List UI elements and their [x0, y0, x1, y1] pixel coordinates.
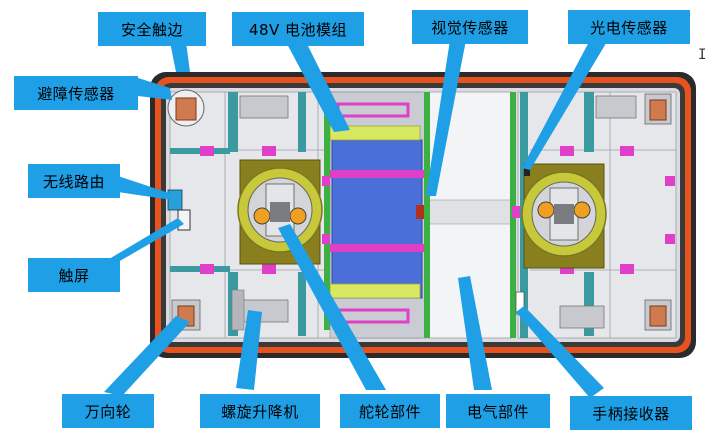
left-steering-wheel-assembly: [237, 159, 330, 265]
caster-bottom-right: [644, 299, 672, 331]
pointer-steering: [278, 224, 386, 390]
pointer-touch: [104, 218, 184, 262]
callout-electrical: 电气部件: [446, 394, 550, 428]
pointer-handle: [516, 306, 604, 398]
callout-steering-wheel: 舵轮部件: [340, 394, 440, 428]
callout-photo-sensor: 光电传感器: [568, 10, 690, 44]
battery-module: [324, 91, 428, 339]
callout-vision-sensor: 视觉传感器: [412, 10, 528, 44]
callout-screw-lift: 螺旋升降机: [200, 394, 320, 428]
callout-caster: 万向轮: [62, 394, 154, 428]
callout-handle-receiver: 手柄接收器: [570, 396, 692, 430]
callout-obstacle-sensor: 避障传感器: [14, 76, 138, 110]
callout-safety-edge: 安全触边: [98, 12, 206, 46]
caster-top-left: [167, 89, 205, 127]
pointer-router: [118, 176, 172, 200]
callout-wireless-router: 无线路由: [28, 164, 120, 198]
pointer-screw-lift: [236, 310, 262, 390]
pointer-safety-edge: [170, 42, 190, 72]
pointer-battery: [286, 42, 350, 132]
pointer-caster: [104, 316, 190, 396]
caster-top-right: [644, 93, 672, 125]
text-cursor-icon: I: [698, 47, 707, 63]
callout-pointers: [104, 40, 608, 398]
callout-battery-module: 48V 电池模组: [232, 12, 364, 46]
pointer-electrical: [458, 276, 492, 390]
pointer-photo: [522, 40, 608, 170]
wireless-router-device: [167, 189, 183, 211]
callout-touch-screen: 触屏: [28, 258, 120, 292]
right-steering-wheel-assembly: [521, 163, 607, 269]
pointer-obstacle: [138, 78, 172, 100]
photo-sensor-device: [524, 166, 530, 176]
pointer-vision: [426, 40, 466, 196]
